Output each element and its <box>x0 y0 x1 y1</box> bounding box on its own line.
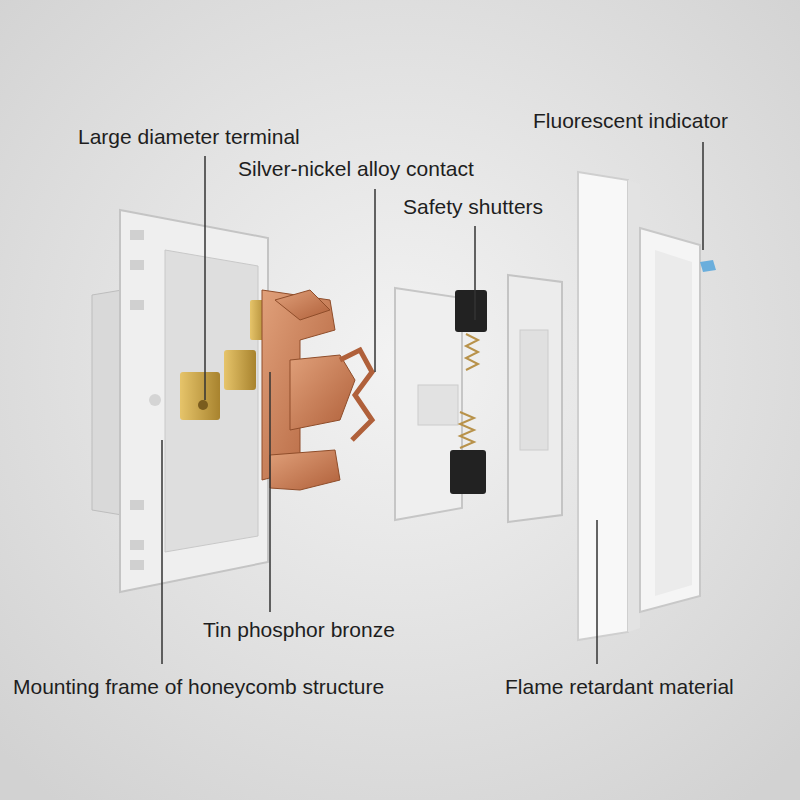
part-label: Tin phosphor bronze <box>203 617 395 642</box>
part-label: Large diameter terminal <box>78 124 300 149</box>
part-label: Mounting frame of honeycomb structure <box>13 674 384 699</box>
part-label: Silver-nickel alloy contact <box>238 156 474 181</box>
part-label: Fluorescent indicator <box>533 108 728 133</box>
part-label: Safety shutters <box>403 194 543 219</box>
part-label: Flame retardant material <box>505 674 734 699</box>
